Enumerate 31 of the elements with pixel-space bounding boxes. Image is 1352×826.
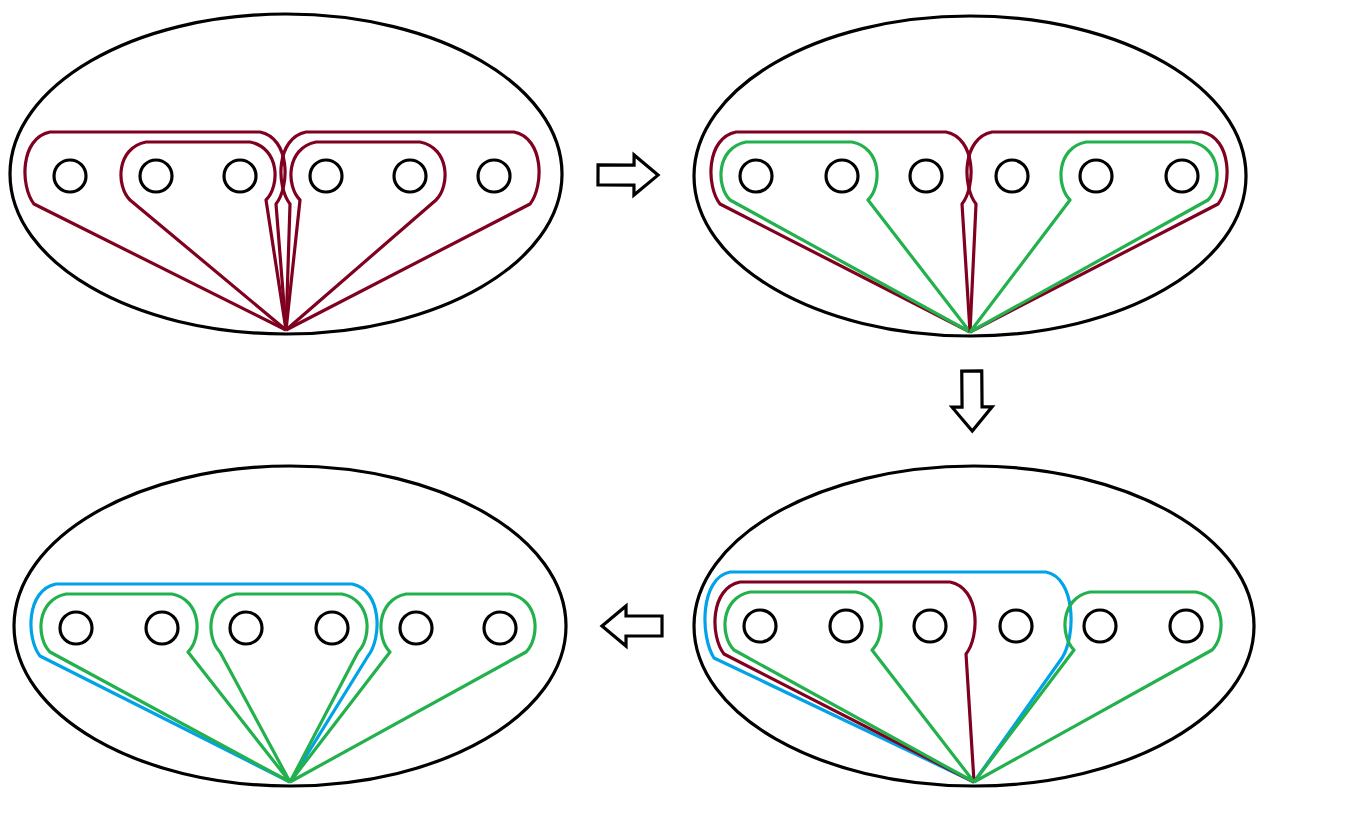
small-circle <box>222 158 258 194</box>
small-circle <box>742 608 778 644</box>
small-circle <box>314 610 350 646</box>
small-circle <box>1078 158 1114 194</box>
small-circle <box>52 158 88 194</box>
small-circle <box>308 158 344 194</box>
large-ellipse <box>12 464 568 788</box>
small-circle <box>1082 608 1118 644</box>
small-circle <box>228 610 264 646</box>
block-arrow <box>948 369 996 434</box>
small-circle <box>144 610 180 646</box>
block-arrow <box>599 602 664 650</box>
small-circle <box>1168 608 1204 644</box>
small-circle <box>58 610 94 646</box>
large-ellipse <box>692 464 1256 788</box>
block-arrow <box>596 151 661 199</box>
small-circle <box>738 158 774 194</box>
large-ellipse <box>692 14 1248 338</box>
small-circle <box>824 158 860 194</box>
small-circle <box>1164 158 1200 194</box>
small-circle <box>998 608 1034 644</box>
small-circle <box>398 610 434 646</box>
small-circle <box>912 608 948 644</box>
small-circle <box>908 158 944 194</box>
small-circle <box>138 158 174 194</box>
large-ellipse <box>8 12 564 336</box>
small-circle <box>392 158 428 194</box>
small-circle <box>476 158 512 194</box>
small-circle <box>482 610 518 646</box>
small-circle <box>994 158 1030 194</box>
small-circle <box>828 608 864 644</box>
